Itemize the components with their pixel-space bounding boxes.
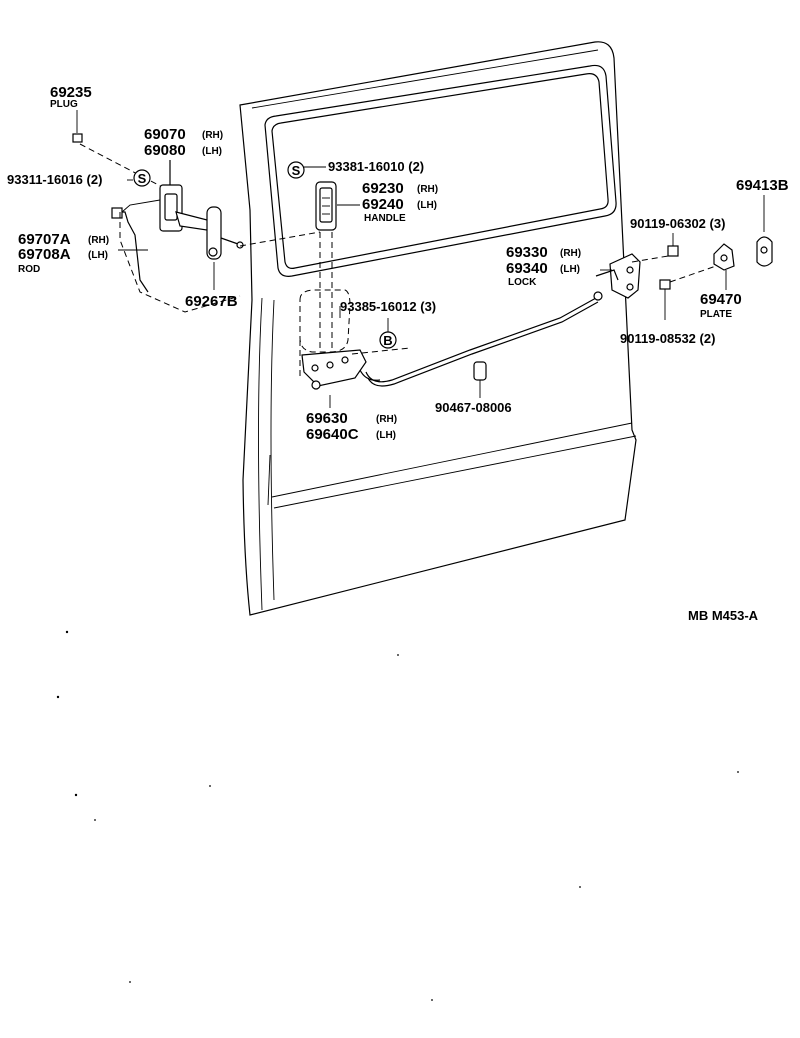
outside-handle-bracket-69070 [159, 160, 244, 260]
plate-69470 [713, 243, 735, 290]
clamp-90467-08006 [473, 361, 487, 398]
plug-69235 [72, 110, 83, 143]
label-69330-rh: (RH) [560, 248, 581, 259]
diagram-reference-code: MB M453-A [688, 608, 759, 623]
label-90119-08532: 90119-08532 (2) [620, 331, 715, 346]
door-window-frame [264, 64, 617, 277]
label-69630: 69630 [306, 410, 348, 427]
label-69070: 69070 [144, 126, 186, 143]
label-lock: LOCK [508, 277, 537, 288]
label-69707A-rh: (RH) [88, 235, 109, 246]
symbol-s-left: S [138, 171, 147, 186]
label-69340: 69340 [506, 260, 548, 277]
remote-control-69630 [299, 289, 381, 390]
label-69413B: 69413B [736, 177, 789, 194]
label-69707A: 69707A [18, 231, 71, 248]
label-69630-rh: (RH) [376, 414, 397, 425]
label-69640C: 69640C [306, 426, 359, 443]
label-69230-rh: (RH) [417, 184, 438, 195]
door-lock-69330 [595, 253, 641, 299]
striker-69413B [756, 195, 773, 267]
label-69080: 69080 [144, 142, 186, 159]
lock-cable [365, 291, 603, 387]
label-69230: 69230 [362, 180, 404, 197]
symbol-s-right: S [292, 163, 301, 178]
label-plate: PLATE [700, 309, 732, 320]
sliding-door-panel [239, 41, 637, 616]
label-69340-lh: (LH) [560, 264, 580, 275]
label-69470: 69470 [700, 291, 742, 308]
label-69235: 69235 [50, 84, 92, 101]
label-69080-lh: (LH) [202, 146, 222, 157]
label-69240-lh: (LH) [417, 200, 437, 211]
label-handle: HANDLE [364, 213, 406, 224]
label-69240: 69240 [362, 196, 404, 213]
screw-90119-08532 [659, 279, 671, 320]
label-90467-08006: 90467-08006 [435, 400, 512, 415]
symbol-b: B [383, 333, 392, 348]
label-69330: 69330 [506, 244, 548, 261]
screw-90119-06302 [667, 233, 679, 257]
label-plug: PLUG [50, 99, 78, 110]
label-69267B: 69267B [185, 293, 238, 310]
label-69640C-lh: (LH) [376, 430, 396, 441]
label-90119-06302: 90119-06302 (3) [630, 216, 725, 231]
label-69708A: 69708A [18, 246, 71, 263]
label-93311-16016: 93311-16016 (2) [7, 172, 102, 187]
washer-93311-16016 [133, 169, 151, 187]
label-93381-16010: 93381-16010 (2) [328, 159, 424, 174]
label-69070-rh: (RH) [202, 130, 223, 141]
label-rod: ROD [18, 264, 40, 275]
label-69708A-lh: (LH) [88, 250, 108, 261]
inside-handle-69230 [315, 181, 337, 231]
label-93385-16012: 93385-16012 (3) [340, 299, 436, 314]
rod-69707A [111, 199, 161, 293]
